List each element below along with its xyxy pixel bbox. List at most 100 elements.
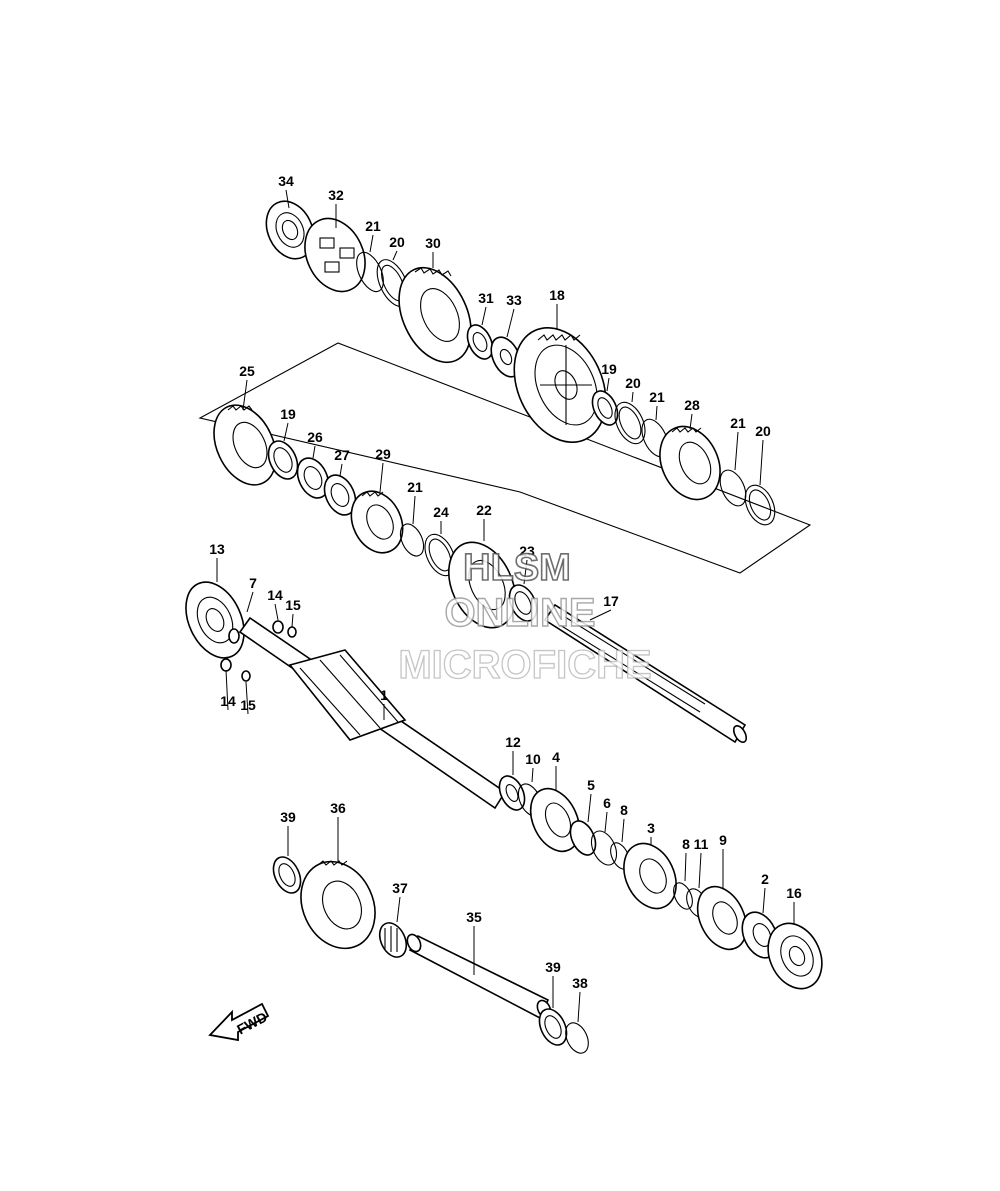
leader-line	[274, 603, 279, 621]
washer-20b	[614, 401, 646, 445]
leader-line	[587, 793, 592, 823]
fwd-arrow-icon: FWD	[208, 1002, 270, 1042]
countershaft-17	[543, 603, 748, 744]
countershaft-group-outline	[198, 342, 812, 574]
callout-number: 2	[761, 871, 769, 887]
callout-number: 33	[506, 292, 522, 308]
leader-line	[734, 431, 739, 471]
lockwasher-27	[323, 474, 357, 516]
gear-3	[623, 842, 677, 910]
pin-7	[228, 628, 240, 644]
leader-line	[698, 852, 702, 889]
leader-line	[655, 405, 658, 421]
callout-number: 21	[730, 415, 746, 431]
circlip-21c	[719, 469, 747, 507]
washer-39a	[272, 856, 302, 894]
leader-line	[291, 613, 294, 628]
callout-number: 4	[552, 749, 560, 765]
leader-line	[396, 896, 401, 923]
gear-36	[300, 860, 376, 950]
callout-number: 32	[328, 187, 344, 203]
bushing-19b	[267, 440, 299, 480]
leader-line	[604, 811, 608, 833]
callout-number: 31	[478, 290, 494, 306]
callout-number: 39	[545, 959, 561, 975]
callout-number: 36	[330, 800, 346, 816]
leader-line	[684, 852, 687, 882]
cam-plate-32	[304, 217, 366, 293]
bushing-19a	[591, 390, 619, 426]
watermark-line3: MICROFICHE	[398, 643, 651, 687]
bearing-34	[265, 200, 315, 260]
callout-number: 10	[525, 751, 541, 767]
washer-20c	[744, 484, 776, 526]
callout-number: 37	[392, 880, 408, 896]
shaft-35	[406, 933, 552, 1020]
bushing-31	[466, 324, 494, 360]
callout-number: 29	[375, 446, 391, 462]
leader-line	[689, 413, 693, 430]
leader-line	[621, 818, 625, 843]
leader-line	[589, 609, 612, 621]
washer-39b	[538, 1008, 568, 1046]
washer-12	[498, 775, 526, 811]
leader-line	[312, 445, 316, 459]
callout-number: 26	[307, 429, 323, 445]
callout-number: 6	[603, 795, 611, 811]
callout-number: 22	[476, 502, 492, 518]
gear-18	[513, 326, 607, 444]
bearing-16	[767, 922, 823, 990]
watermark-line2: ONLINE	[444, 591, 595, 635]
callout-number: 21	[649, 389, 665, 405]
watermark-line1: HLSM	[463, 547, 571, 589]
circlip-38	[565, 1022, 589, 1054]
callout-number: 25	[239, 363, 255, 379]
callout-number: 39	[280, 809, 296, 825]
circlip-21d	[399, 523, 425, 557]
screw-15b	[241, 670, 251, 682]
callout-number: 30	[425, 235, 441, 251]
leader-line	[283, 422, 289, 442]
gear-29	[350, 490, 404, 554]
callout-number: 3	[647, 820, 655, 836]
leader-line	[606, 377, 610, 392]
callout-number: 1	[380, 687, 388, 703]
callout-number: 8	[620, 802, 628, 818]
callout-number: 17	[603, 593, 619, 609]
callout-number: 11	[694, 836, 709, 852]
callout-number: 28	[684, 397, 700, 413]
callout-number: 16	[786, 885, 802, 901]
callout-number: 5	[587, 777, 595, 793]
leader-line	[245, 681, 249, 715]
callout-number: 9	[719, 832, 727, 848]
callout-number: 35	[466, 909, 482, 925]
callout-number: 15	[240, 697, 256, 713]
callout-number: 14	[267, 587, 283, 603]
leader-line	[412, 495, 416, 525]
circlip-8b	[673, 882, 693, 910]
leader-line	[246, 591, 254, 613]
leader-line	[481, 306, 487, 326]
leader-line	[339, 463, 343, 477]
leader-line	[759, 439, 764, 486]
gear-30	[398, 266, 472, 364]
callout-number: 24	[433, 504, 449, 520]
callout-number: 19	[601, 361, 617, 377]
bushing-23	[508, 584, 538, 622]
watermark: HLSM ONLINE MICROFICHE	[398, 546, 653, 687]
gear-4	[529, 787, 581, 853]
leader-line	[225, 669, 229, 711]
callout-number: 15	[285, 597, 301, 613]
callout-number: 20	[625, 375, 641, 391]
callout-number: 21	[365, 218, 381, 234]
leader-line	[242, 379, 248, 411]
plate-14a	[272, 620, 284, 634]
circlip-21a	[356, 251, 384, 293]
leader-line	[506, 308, 515, 338]
needle-bearing-37	[378, 922, 408, 958]
callout-number: 20	[755, 423, 771, 439]
bearing-13	[185, 581, 245, 659]
callout-number: 14	[220, 693, 236, 709]
